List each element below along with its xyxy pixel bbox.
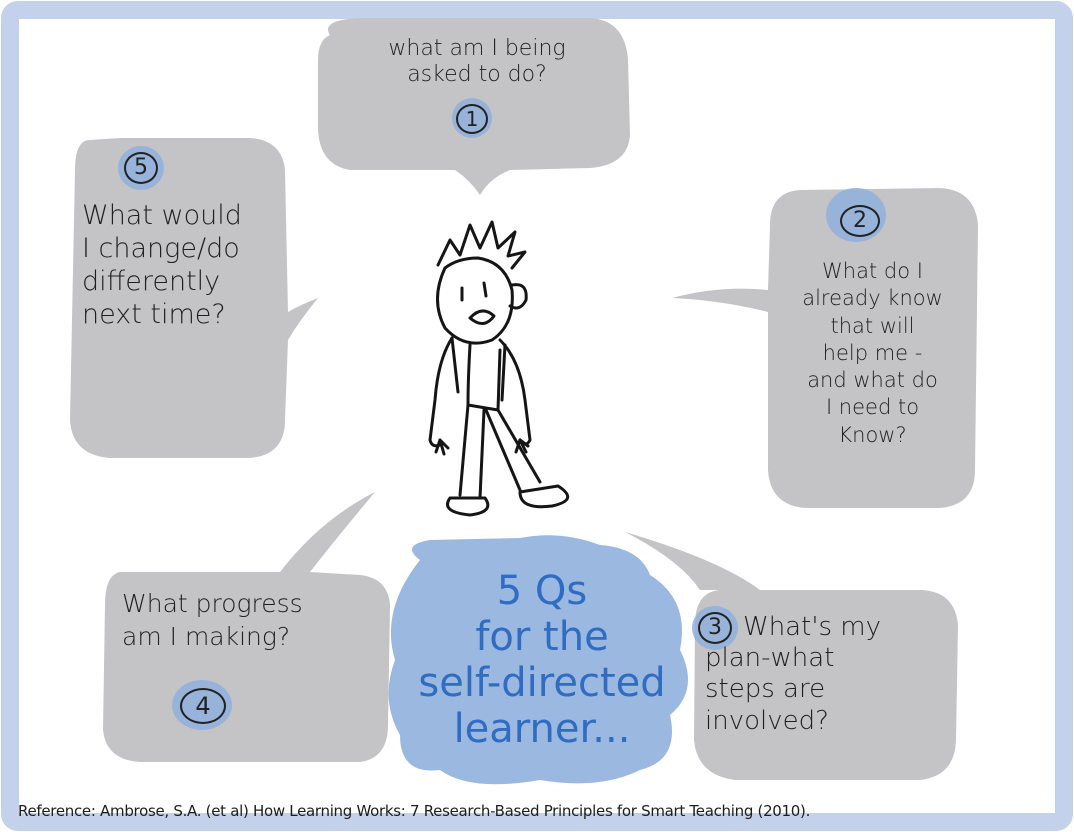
question-2-line: What do I <box>822 259 923 283</box>
title-cloud <box>388 535 688 785</box>
question-1-line: what am I being <box>388 36 566 61</box>
question-number-5: 5 <box>124 152 158 184</box>
question-number-1: 1 <box>456 104 488 134</box>
title-line: 5 Qs <box>496 568 588 614</box>
question-3-line: plan-what <box>705 643 835 674</box>
reference-citation: Reference: Ambrose, S.A. (et al) How Lea… <box>18 802 811 820</box>
question-3-text: What's my plan-what steps are involved? <box>705 612 881 737</box>
learner-figure <box>428 220 569 517</box>
speech-bubble-5 <box>70 138 318 458</box>
question-number-4: 4 <box>180 688 226 724</box>
question-1-text: what am I being asked to do? <box>362 36 592 88</box>
title-line: for the <box>475 614 609 660</box>
question-5-line: next time? <box>82 298 226 330</box>
question-4-line: What progress <box>122 589 303 618</box>
speech-bubble-2 <box>672 188 978 508</box>
question-2-line: I need to <box>825 395 920 420</box>
question-5-line: What would <box>82 200 242 231</box>
question-2-line: that will <box>830 313 915 338</box>
question-2-text: What do I already know that will help me… <box>775 258 970 449</box>
question-2-line: and what do <box>807 368 938 393</box>
question-4-line: am I making? <box>122 621 291 651</box>
question-4-text: What progress am I making? <box>122 588 303 653</box>
title-line: self-directed <box>418 660 666 706</box>
question-2-line: help me - <box>822 340 923 365</box>
title-line: learner... <box>453 706 631 752</box>
question-3-line: involved? <box>705 705 829 736</box>
question-3-line: steps are <box>705 674 826 705</box>
question-2-line: Know? <box>838 422 907 447</box>
question-1-line: asked to do? <box>407 61 547 87</box>
question-2-line: already know <box>802 286 943 311</box>
question-5-line: differently <box>82 265 221 297</box>
question-number-2: 2 <box>840 205 880 237</box>
speech-bubble-3 <box>625 532 958 780</box>
diagram-title: 5 Qs for the self-directed learner... <box>392 568 692 752</box>
question-3-line: What's my <box>743 612 881 642</box>
question-5-line: I change/do <box>82 232 240 264</box>
question-5-text: What would I change/do differently next … <box>82 200 242 332</box>
question-number-3: 3 <box>698 612 732 644</box>
